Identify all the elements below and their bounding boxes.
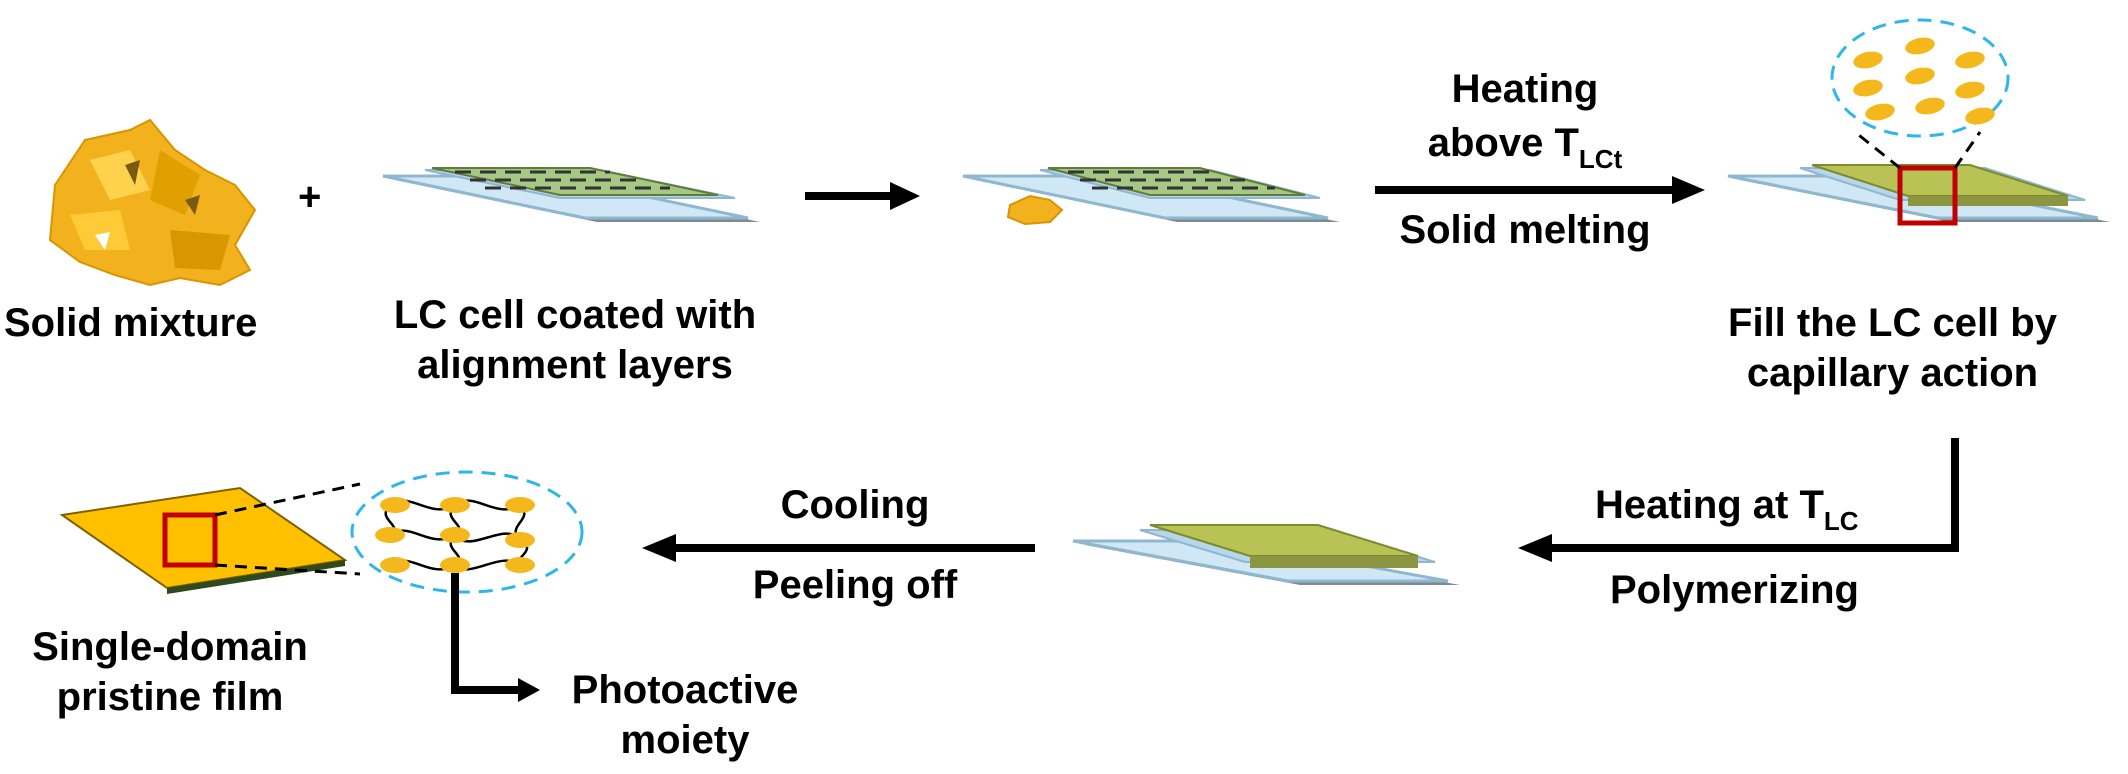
above-tlct-label: above TLCt [1390,118,1660,174]
lc-cell-label-line2: alignment layers [417,343,733,387]
heating-at-tlc-subscript: LC [1823,506,1859,536]
heating-label: Heating [1451,67,1599,111]
single-domain-film-line2: pristine film [56,675,284,719]
above-tlct-prefix: above T [1427,121,1579,165]
lc-cell-filled [1727,18,2110,226]
fill-lc-cell-line1: Fill the LC cell by [1728,301,2057,345]
photoactive-moiety-line2: moiety [620,718,750,762]
fill-lc-cell-label: Fill the LC cell by capillary action [1665,298,2120,398]
solid-mixture-label: Solid mixture [4,301,258,345]
single-domain-film [59,470,584,702]
single-domain-film-line1: Single-domain [32,625,308,669]
heating-at-tlc-label: Heating at TLC [1595,480,1859,536]
peeling-off-label: Peeling off [752,563,958,607]
fill-lc-cell-line2: capillary action [1746,351,2039,395]
lc-cell-label-line1: LC cell coated with [393,293,757,337]
process-arrows [642,176,1959,562]
solid-mixture-crystals-icon [48,118,257,287]
photoactive-moiety-label: Photoactive moiety [540,665,830,765]
polymerizing-label: Polymerizing [1610,568,1859,612]
lc-cell-label: LC cell coated with alignment layers [365,290,785,390]
above-tlct-subscript: LCt [1578,144,1623,174]
solid-melting-label: Solid melting [1399,208,1651,252]
lc-cell-polymerized [1072,524,1460,585]
lc-cell-with-solid [962,167,1340,226]
single-domain-film-label: Single-domain pristine film [20,622,320,722]
cooling-label: Cooling [780,483,930,527]
photoactive-moiety-line1: Photoactive [571,668,799,712]
heating-at-tlc-prefix: Heating at T [1595,483,1824,527]
lc-cell-empty [382,167,760,222]
plus-sign: + [298,175,322,219]
